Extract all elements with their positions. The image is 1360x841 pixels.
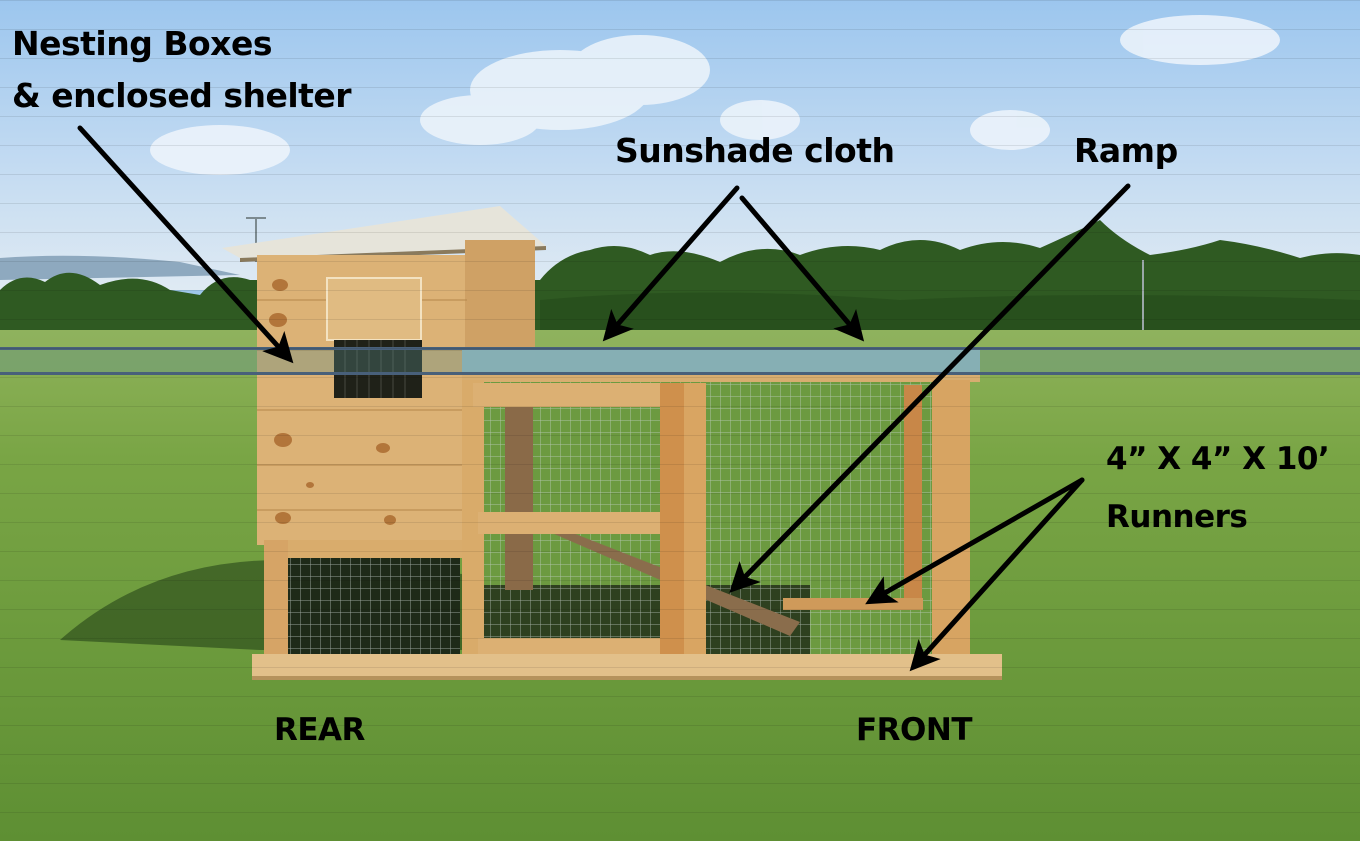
label-sunshade-cloth: Sunshade cloth [615,131,895,170]
label-runners-name: Runners [1106,499,1248,535]
label-ramp: Ramp [1074,131,1178,170]
label-runners-dimensions: 4” X 4” X 10’ [1106,441,1330,477]
label-nesting-line2: & enclosed shelter [12,76,352,115]
label-rear: REAR [274,712,365,748]
label-runners: 4” X 4” X 10’ Runners [1106,430,1330,546]
label-nesting-line1: Nesting Boxes [12,24,272,63]
label-front: FRONT [856,712,973,748]
label-nesting-boxes: Nesting Boxes & enclosed shelter [12,18,352,122]
